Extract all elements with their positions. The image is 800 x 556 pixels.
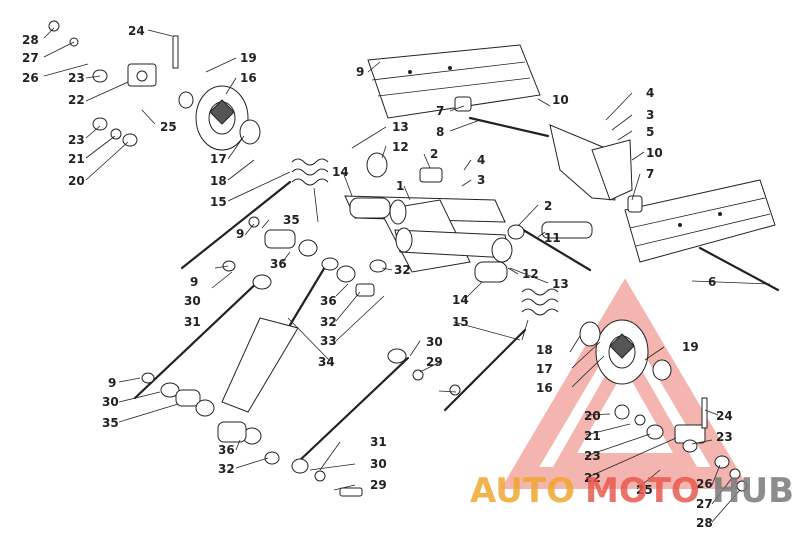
callout-label: 28 (22, 33, 39, 47)
callout-label: 36 (270, 257, 287, 271)
callout-label: 32 (320, 315, 337, 329)
callout-label: 8 (436, 125, 444, 139)
leader-lines (43, 27, 771, 523)
callout-label: 11 (544, 231, 561, 245)
callout-label: 13 (552, 277, 569, 291)
callout-label: 29 (426, 355, 443, 369)
watermark-text: AUTO MOTO HUB (470, 471, 794, 511)
callout-label: 23 (584, 449, 601, 463)
callout-label: 24 (128, 24, 145, 38)
callout-label: 3 (477, 173, 485, 187)
callout-label: 7 (646, 167, 654, 181)
callout-label: 5 (646, 125, 654, 139)
callout-label: 22 (68, 93, 85, 107)
callout-label: 20 (584, 409, 601, 423)
callout-label: 32 (394, 263, 411, 277)
callout-label: 2 (430, 147, 438, 161)
watermark-auto: AUTO (470, 471, 575, 511)
callout-label: 7 (436, 104, 444, 118)
callout-label: 27 (22, 51, 39, 65)
callout-label: 35 (283, 213, 300, 227)
shock-absorber (221, 257, 339, 413)
callout-label: 10 (646, 146, 663, 160)
callout-label: 9 (236, 227, 244, 241)
callout-label: 17 (210, 152, 227, 166)
callout-label: 30 (370, 457, 387, 471)
callout-label: 1 (396, 179, 404, 193)
callout-label: 28 (696, 516, 713, 530)
callout-label: 16 (536, 381, 553, 395)
callout-label: 15 (210, 195, 227, 209)
callout-label: 12 (392, 140, 409, 154)
callout-label: 25 (636, 483, 653, 497)
callout-label: 4 (646, 86, 654, 100)
watermark-logo (500, 278, 750, 489)
callout-label: 14 (452, 293, 469, 307)
callout-label: 12 (522, 267, 539, 281)
callout-label: 27 (696, 497, 713, 511)
upper-rail (367, 44, 541, 119)
callout-label: 9 (108, 376, 116, 390)
callout-label: 9 (356, 65, 364, 79)
callout-label: 6 (708, 275, 716, 289)
callout-label: 30 (184, 294, 201, 308)
callout-label: 22 (584, 471, 601, 485)
torsion-spring-right (521, 288, 559, 341)
callout-label: 24 (716, 409, 733, 423)
idler-wheel-left (195, 85, 261, 151)
pivot-bracket (549, 124, 633, 201)
idler-wheel-right (579, 319, 649, 385)
callout-label: 35 (102, 416, 119, 430)
callout-label: 20 (68, 174, 85, 188)
callout-label: 23 (68, 133, 85, 147)
callout-label: 16 (240, 71, 257, 85)
callout-label: 19 (240, 51, 257, 65)
callout-label: 33 (320, 334, 337, 348)
callout-label: 36 (218, 443, 235, 457)
callout-label: 14 (332, 165, 349, 179)
callout-label: 23 (716, 430, 733, 444)
callout-label: 26 (22, 71, 39, 85)
callout-label: 19 (682, 340, 699, 354)
callout-labels: 28 27 26 23 22 23 21 20 24 25 19 16 17 1… (22, 24, 733, 530)
callout-label: 17 (536, 362, 553, 376)
callout-label: 4 (477, 153, 485, 167)
callout-label: 18 (536, 343, 553, 357)
torsion-spring-left (291, 158, 329, 223)
callout-label: 9 (190, 275, 198, 289)
callout-label: 34 (318, 355, 335, 369)
callout-label: 30 (102, 395, 119, 409)
callout-label: 31 (184, 315, 201, 329)
callout-label: 32 (218, 462, 235, 476)
callout-label: 10 (552, 93, 569, 107)
callout-label: 25 (160, 120, 177, 134)
callout-label: 18 (210, 174, 227, 188)
callout-label: 30 (426, 335, 443, 349)
callout-label: 31 (370, 435, 387, 449)
callout-label: 26 (696, 477, 713, 491)
watermark-moto: MOTO (585, 471, 700, 511)
lower-rail (624, 179, 776, 263)
callout-label: 3 (646, 108, 654, 122)
small-parts (48, 20, 748, 497)
callout-label: 15 (452, 315, 469, 329)
callout-label: 13 (392, 120, 409, 134)
callout-label: 29 (370, 478, 387, 492)
callout-label: 21 (68, 152, 85, 166)
shafts (133, 116, 780, 464)
callout-label: 21 (584, 429, 601, 443)
callout-label: 2 (544, 199, 552, 213)
watermark-hub: HUB (712, 471, 794, 511)
callout-label: 23 (68, 71, 85, 85)
callout-label: 36 (320, 294, 337, 308)
